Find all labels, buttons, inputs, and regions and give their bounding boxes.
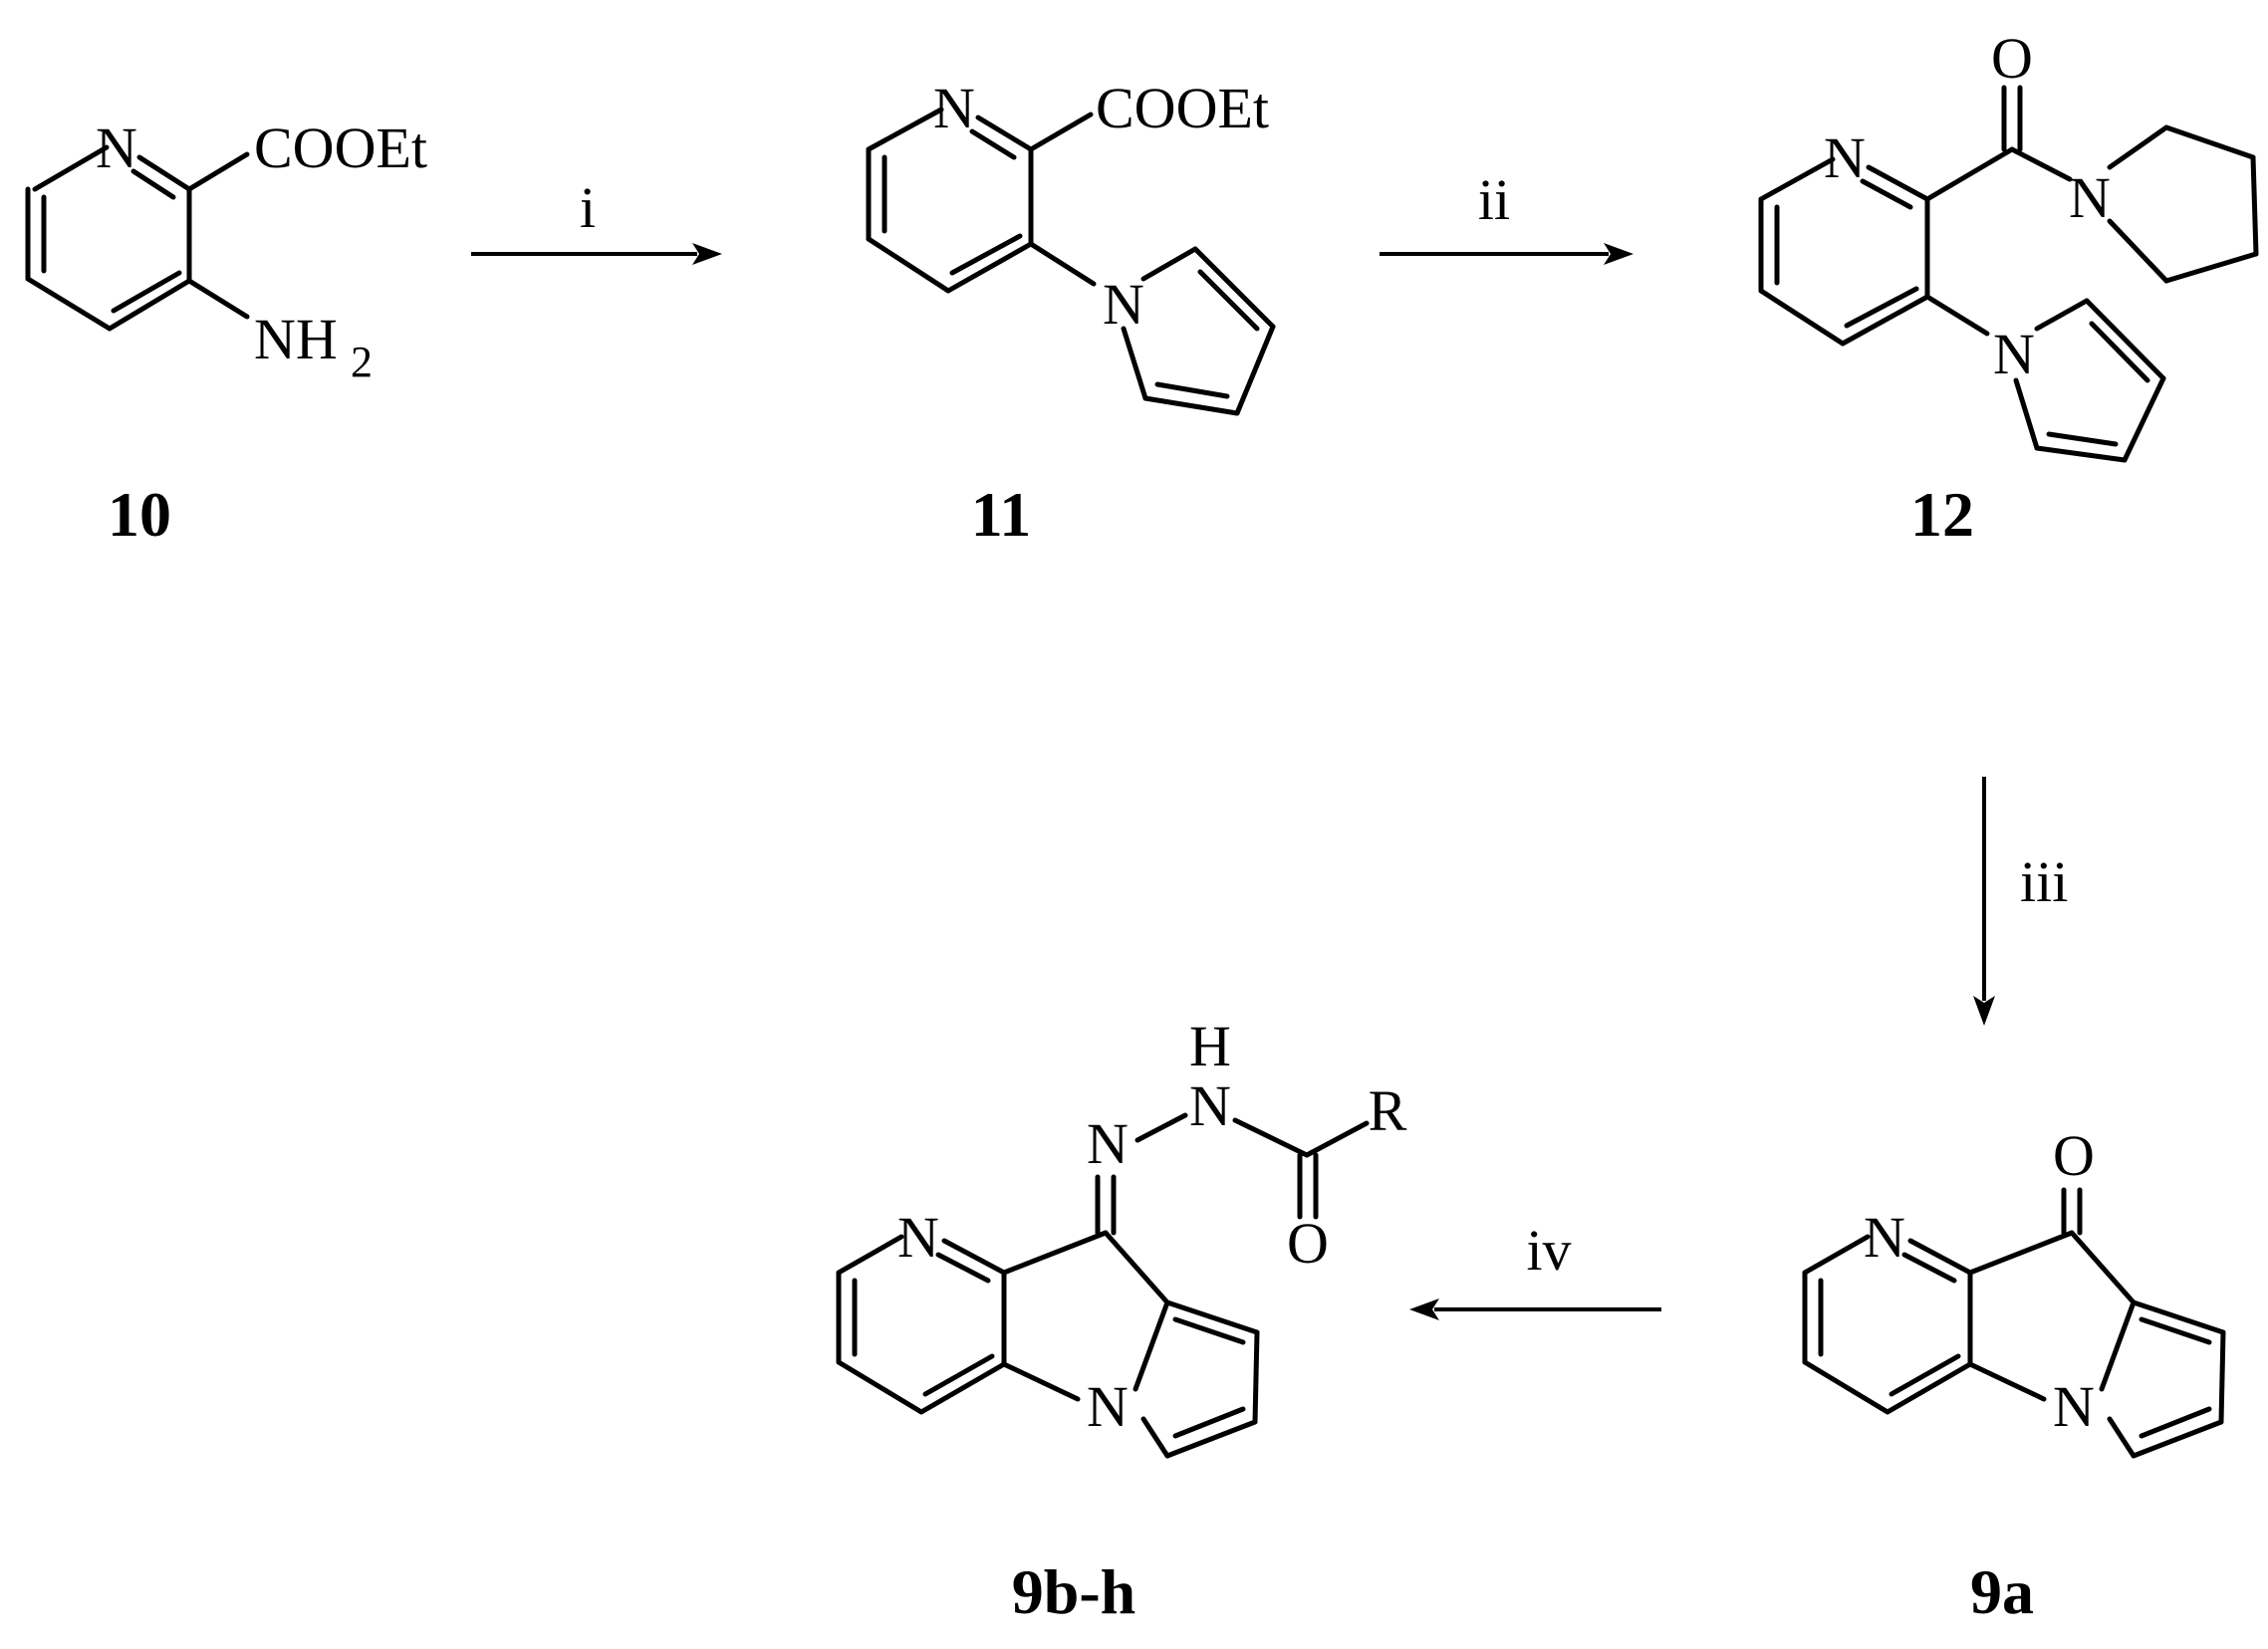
atom-N-bridge: N [1087,1374,1129,1439]
arrow-step-i: i [471,175,722,265]
atom-N: N [933,76,975,140]
group-COOEt: COOEt [1096,76,1269,140]
arrow-step-iii: iii [1973,777,2068,1026]
atom-O: O [2053,1123,2095,1188]
group-R: R [1369,1078,1407,1143]
compound-label-9a: 9a [1970,1556,2034,1627]
arrow-step-iv: iv [1409,1218,1661,1320]
atom-N-imine: N [1087,1111,1129,1176]
structure-10: N COOEt NH 2 [25,116,427,386]
atom-H: H [1189,1014,1231,1078]
reagent-iv: iv [1526,1218,1571,1283]
group-COOEt: COOEt [254,116,427,180]
atom-N-pyrrole: N [1103,272,1144,337]
atom-O: O [1287,1211,1329,1276]
atom-N-bridge: N [2053,1374,2095,1439]
compound-label-9b-h: 9b-h [1012,1556,1136,1627]
atom-N-amide: N [2069,165,2111,230]
atom-N: N [1824,125,1866,190]
atom-N-pyrrole: N [1993,322,2035,386]
subscript-2: 2 [351,338,373,386]
structure-9b-h: N N N H R O N [836,1014,1407,1459]
compound-label-11: 11 [971,479,1031,550]
structure-12: N O N N [1758,26,2259,463]
atom-N-hydrazide: N [1189,1073,1231,1138]
compound-label-10: 10 [108,479,171,550]
group-NH2: NH [254,307,338,371]
arrow-step-ii: ii [1380,167,1634,265]
reagent-iii: iii [2020,849,2068,914]
atom-N: N [897,1205,939,1270]
compound-label-12: 12 [1910,479,1974,550]
reagent-ii: ii [1478,167,1510,232]
atom-O: O [1991,26,2033,91]
structure-9a: N O N [1802,1123,2226,1459]
atom-N: N [96,116,137,180]
atom-N: N [1864,1205,1905,1270]
reagent-i: i [580,175,596,240]
structure-11: N COOEt N [866,76,1276,416]
